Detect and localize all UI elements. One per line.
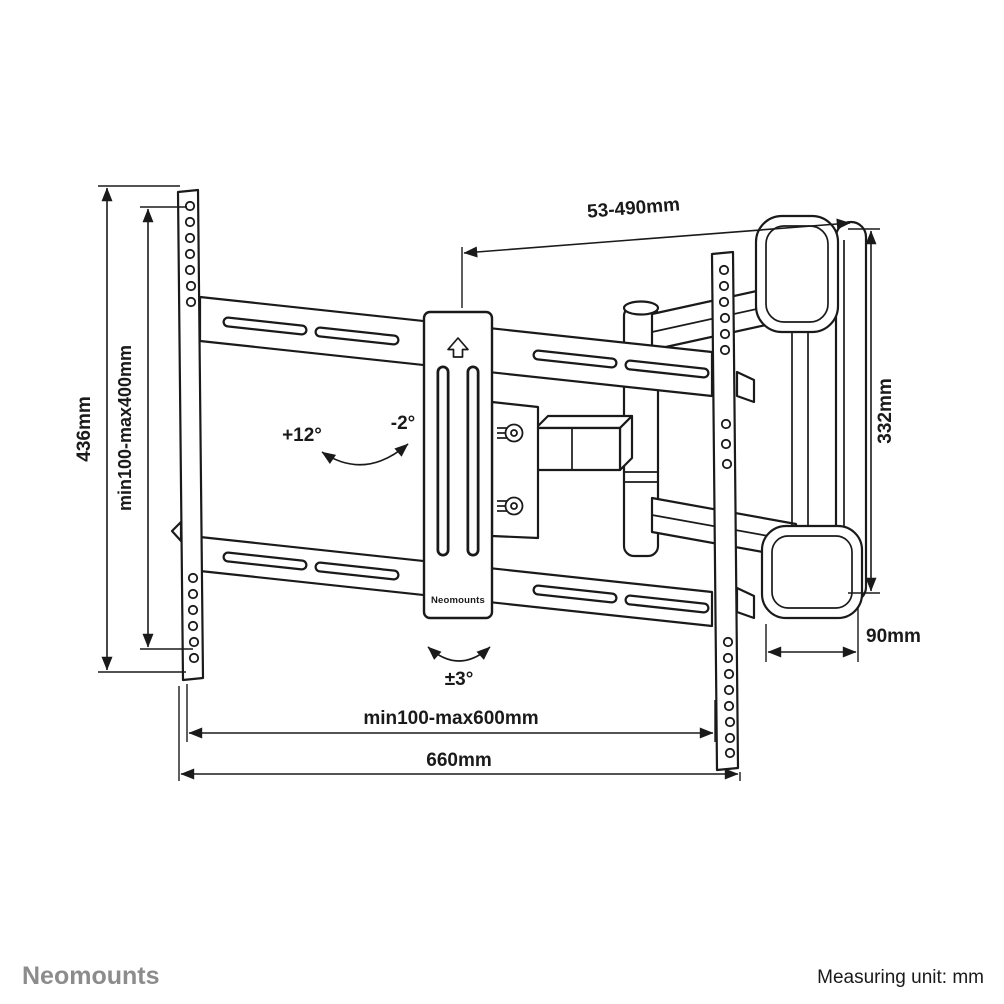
dim-label-total-height: 436mm — [74, 396, 95, 462]
dim-vesa-height: min100-max400mm — [115, 206, 193, 650]
bolt-icon — [497, 496, 524, 516]
tilt-up-label: +12° — [282, 425, 322, 446]
wall-mount-bracket — [754, 214, 868, 620]
dim-label-wall-depth: 90mm — [866, 626, 921, 647]
tilt-annotation: +12° -2° — [282, 413, 416, 466]
center-wall-plate: Neomounts — [422, 310, 494, 620]
bracket-bottom-hook — [760, 524, 864, 620]
dim-wall-depth: 90mm — [765, 606, 921, 662]
swivel-label: ±3° — [445, 669, 474, 690]
orientation-up-arrow-icon — [447, 337, 469, 358]
dim-label-bracket-height: 332mm — [875, 378, 896, 444]
dim-bracket-height: 332mm — [848, 228, 896, 594]
right-rail-hook-top — [735, 370, 756, 404]
pivot-post-cap — [622, 300, 660, 316]
extension-arm — [534, 414, 634, 472]
dim-total-height: 436mm — [74, 185, 186, 673]
dim-total-width: 660mm — [178, 686, 741, 781]
dim-label-vesa-width: min100-max600mm — [363, 708, 538, 729]
plate-logo: Neomounts — [431, 595, 485, 606]
right-rail-mounting-holes — [718, 264, 736, 759]
bolt-icon — [497, 423, 524, 443]
bracket-top-hook — [754, 214, 840, 334]
footer-brand: Neomounts — [22, 962, 160, 990]
swivel-annotation: ±3° — [427, 646, 491, 690]
left-vesa-rail — [170, 188, 205, 682]
swivel-arc-arrow — [427, 646, 491, 662]
right-vesa-rail — [710, 250, 756, 772]
tilt-down-label: -2° — [391, 413, 416, 434]
dim-vesa-width: min100-max600mm — [186, 684, 716, 742]
dim-label-vesa-height: min100-max400mm — [115, 345, 135, 511]
left-rail-mounting-holes — [184, 200, 200, 664]
dim-label-total-width: 660mm — [426, 750, 492, 771]
swivel-bracket — [490, 400, 540, 540]
tilt-arc-arrow — [321, 443, 409, 466]
footer-measuring-unit: Measuring unit: mm — [817, 967, 984, 988]
